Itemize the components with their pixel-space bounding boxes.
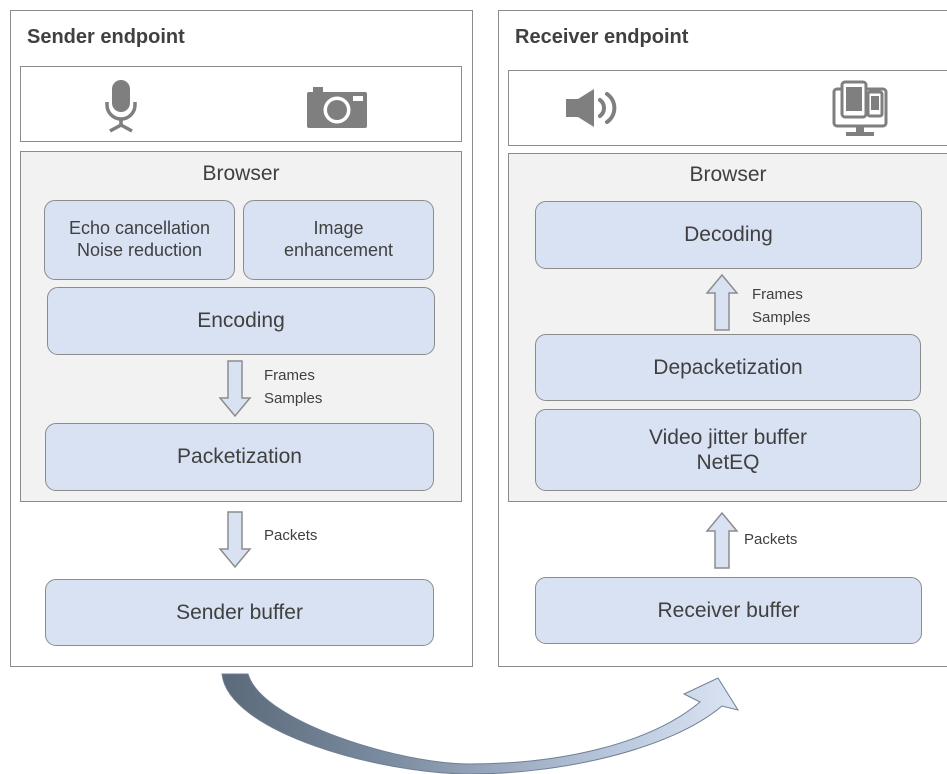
frames-label: Frames (264, 367, 315, 384)
neteq-label: NetEQ (696, 451, 760, 474)
packets-label: Packets (264, 527, 318, 544)
receiver-endpoint-title: Receiver endpoint (515, 26, 689, 48)
down-arrow-icon (218, 360, 252, 418)
receiver-frames-samples-note: Frames Samples (752, 284, 810, 329)
down-arrow-icon (218, 511, 252, 569)
receiver-browser-label: Browser (689, 163, 767, 186)
echo-cancellation-label: Echo cancellation (68, 218, 211, 239)
network-transfer-arrow (221, 673, 740, 774)
packets-label: Packets (744, 531, 798, 548)
decoding-block: Decoding (535, 201, 922, 269)
image-enhancement-block: Image enhancement (243, 200, 434, 280)
packetization-block: Packetization (45, 423, 434, 491)
sender-endpoint-title: Sender endpoint (27, 26, 185, 48)
jitter-buffer-block: Video jitter buffer NetEQ (535, 409, 921, 491)
receiver-packets-note: Packets (744, 529, 797, 552)
sender-frames-samples-note: Frames Samples (264, 365, 322, 410)
sender-browser-label: Browser (202, 162, 280, 185)
frames-label: Frames (752, 286, 803, 303)
receiver-buffer-block: Receiver buffer (535, 577, 922, 644)
encoding-label: Encoding (197, 309, 285, 333)
encoding-block: Encoding (47, 287, 435, 355)
sender-packets-note: Packets (264, 525, 317, 548)
speaker-icon (566, 89, 617, 127)
depacketization-block: Depacketization (535, 334, 921, 401)
packetization-label: Packetization (177, 445, 302, 469)
samples-label: Samples (752, 308, 811, 326)
camera-icon (307, 87, 367, 128)
sender-buffer-block: Sender buffer (45, 579, 434, 646)
noise-reduction-label: Noise reduction (76, 240, 203, 260)
samples-label: Samples (264, 389, 323, 407)
image-label: Image (313, 218, 364, 239)
echo-noise-block: Echo cancellation Noise reduction (44, 200, 235, 280)
sender-buffer-label: Sender buffer (176, 600, 303, 624)
video-jitter-buffer-label: Video jitter buffer (649, 425, 807, 449)
depacketization-label: Depacketization (653, 355, 803, 379)
display-devices-icon (832, 80, 888, 136)
sender-device-box (20, 66, 462, 142)
decoding-label: Decoding (684, 223, 773, 247)
enhancement-label: enhancement (283, 240, 394, 260)
microphone-icon (105, 80, 137, 133)
up-arrow-icon (705, 511, 739, 569)
receiver-buffer-label: Receiver buffer (657, 598, 800, 622)
up-arrow-icon (705, 273, 739, 331)
